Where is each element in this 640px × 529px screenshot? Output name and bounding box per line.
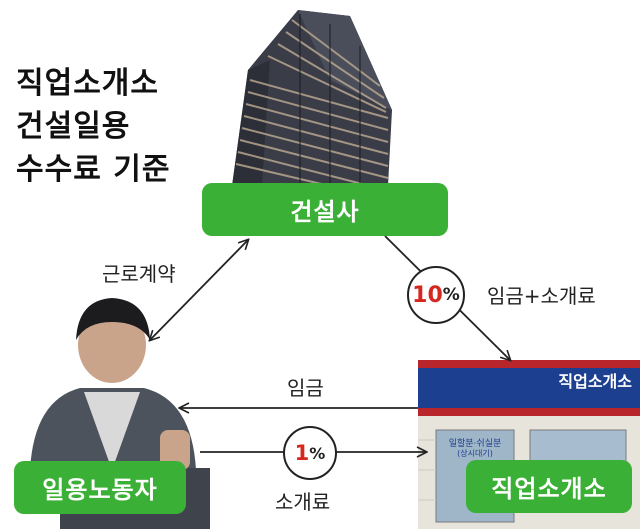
- title-line-2: 건설일용: [16, 109, 131, 144]
- worker-rate-badge: 1%: [283, 426, 337, 480]
- apartment-building-image: [232, 10, 392, 187]
- agency-window-subsign: (상시대기): [457, 449, 493, 458]
- contract-label: 근로계약: [102, 262, 176, 286]
- company-rate-badge: 10%: [407, 266, 465, 324]
- title-line-1: 직업소개소: [16, 66, 159, 101]
- company-rate-value: 10: [412, 282, 443, 308]
- diagram-title: 직업소개소 건설일용 수수료 기준: [16, 62, 170, 191]
- company-rate-unit: %: [442, 285, 460, 305]
- day-laborer-node: 일용노동자: [14, 461, 186, 514]
- worker-rate-unit: %: [309, 443, 326, 463]
- contract-arrow: [150, 240, 248, 340]
- company-fee-label: 임금+소개료: [487, 284, 596, 308]
- worker-fee-label: 소개료: [275, 490, 331, 514]
- agency-sign: 직업소개소: [558, 372, 632, 391]
- title-line-3: 수수료 기준: [16, 152, 171, 187]
- wage-label: 임금: [287, 376, 324, 400]
- construction-company-node: 건설사: [202, 183, 448, 236]
- worker-rate-value: 1: [294, 441, 310, 465]
- agency-window-sign: 일할분·쉬실분: [448, 439, 502, 449]
- job-agency-node: 직업소개소: [466, 460, 632, 513]
